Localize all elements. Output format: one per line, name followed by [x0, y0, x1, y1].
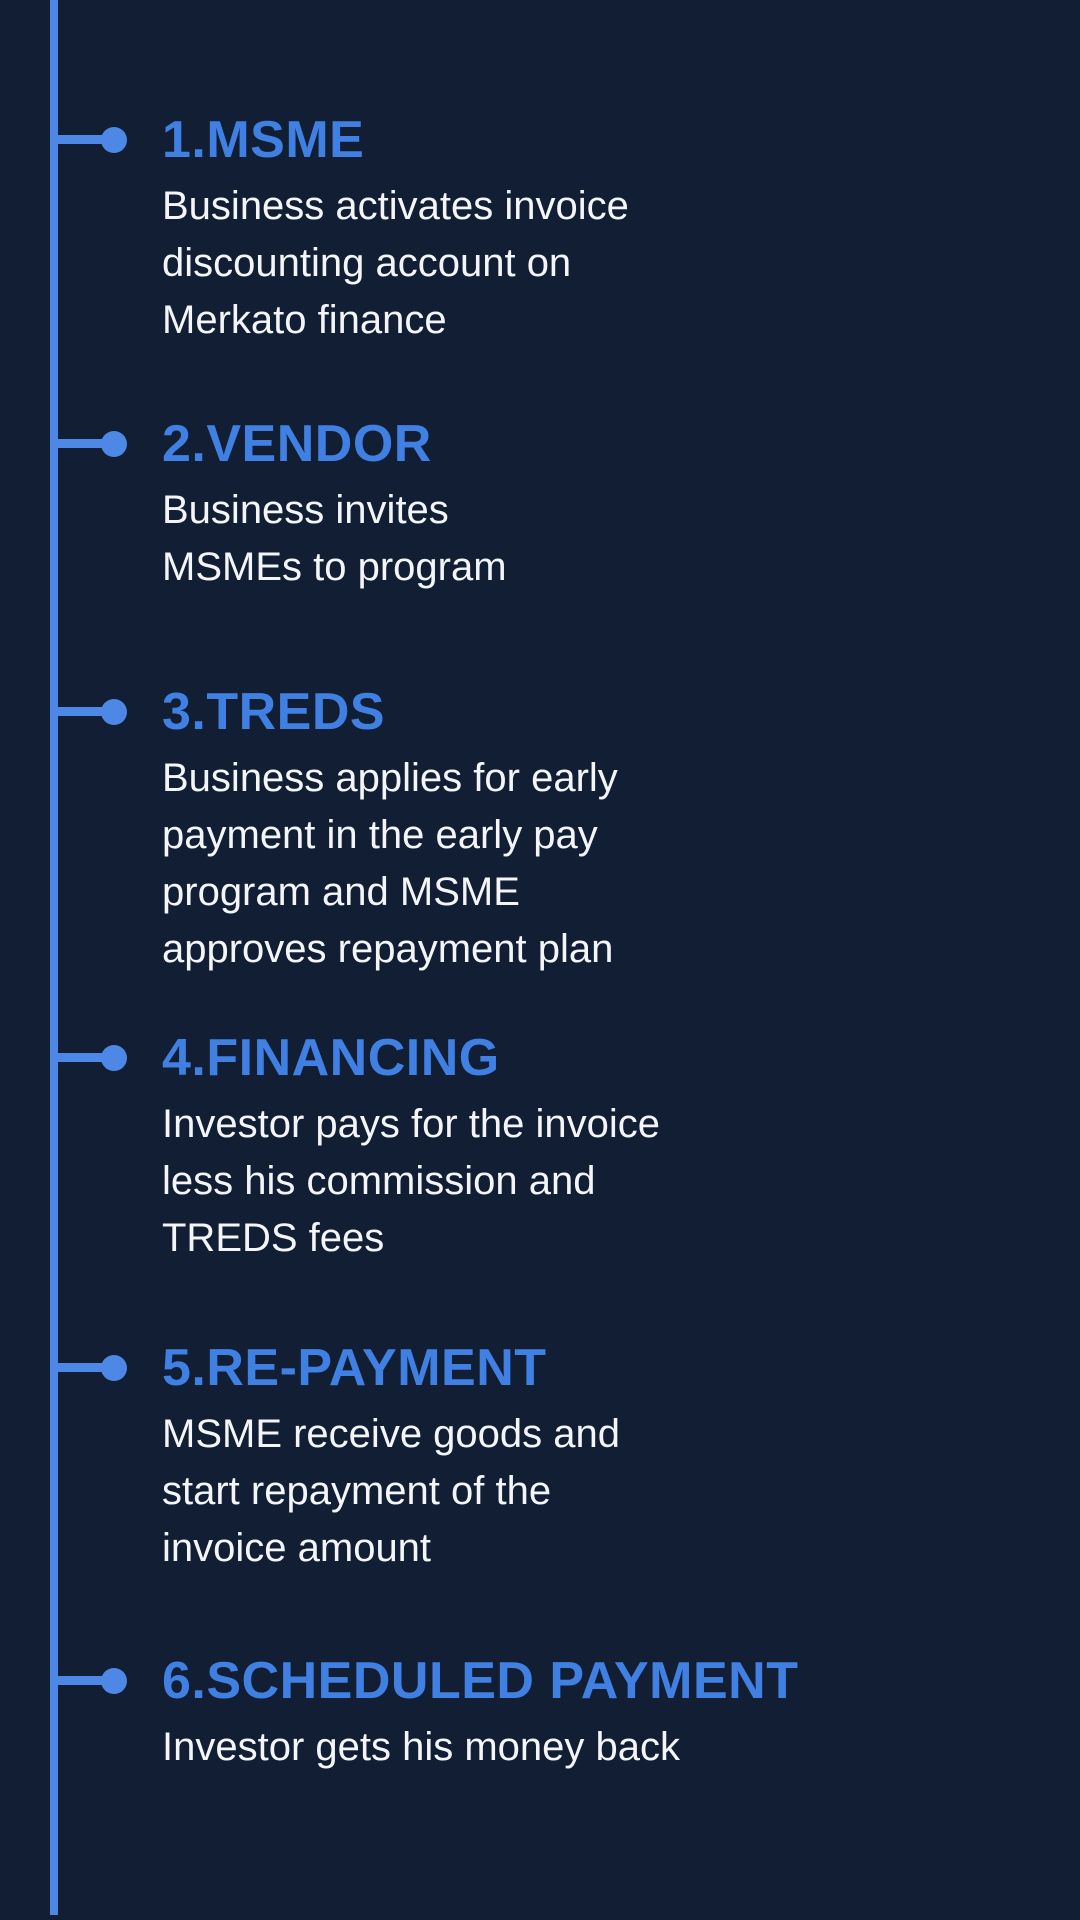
- step-description-line: Investor pays for the invoice: [162, 1102, 661, 1146]
- timeline-step-4: 4.FINANCING Investor pays for the invoic…: [54, 1026, 1052, 1267]
- step-description-line: program and MSME: [162, 870, 520, 914]
- step-description: Investor pays for the invoice less his c…: [162, 1096, 1052, 1267]
- timeline-step-3: 3.TREDS Business applies for early payme…: [54, 680, 1052, 978]
- step-description-line: invoice amount: [162, 1526, 432, 1570]
- step-dot: [101, 127, 127, 153]
- connector-line: [54, 1053, 118, 1062]
- timeline-step-2: 2.VENDOR Business invites MSMEs to progr…: [54, 412, 1052, 596]
- step-dot: [101, 1355, 127, 1381]
- step-dot: [101, 1668, 127, 1694]
- connector-line: [54, 707, 118, 716]
- step-description: MSME receive goods and start repayment o…: [162, 1406, 1052, 1577]
- timeline-step-1: 1.MSME Business activates invoice discou…: [54, 108, 1052, 349]
- step-description: Investor gets his money back: [162, 1719, 1052, 1776]
- step-description-line: start repayment of the: [162, 1469, 552, 1513]
- timeline-step-6: 6.SCHEDULED PAYMENT Investor gets his mo…: [54, 1649, 1052, 1776]
- step-description-line: Investor gets his money back: [162, 1725, 681, 1769]
- step-description-line: Business invites: [162, 488, 449, 532]
- step-description: Business activates invoice discounting a…: [162, 178, 1052, 349]
- step-title: 6.SCHEDULED PAYMENT: [162, 1652, 799, 1710]
- timeline-step-5: 5.RE-PAYMENT MSME receive goods and star…: [54, 1336, 1052, 1577]
- connector-line: [54, 135, 118, 144]
- step-title: 1.MSME: [162, 111, 365, 169]
- step-dot: [101, 699, 127, 725]
- step-description-line: discounting account on: [162, 241, 572, 285]
- timeline-rail: [50, 0, 58, 1915]
- step-description-line: less his commission and: [162, 1159, 596, 1203]
- step-description: Business invites MSMEs to program: [162, 482, 1052, 596]
- step-description-line: approves repayment plan: [162, 927, 614, 971]
- timeline: 1.MSME Business activates invoice discou…: [54, 108, 1052, 1776]
- step-dot: [101, 1045, 127, 1071]
- step-description: Business applies for early payment in th…: [162, 750, 1052, 978]
- step-title: 5.RE-PAYMENT: [162, 1339, 547, 1397]
- connector-line: [54, 1363, 118, 1372]
- step-title: 3.TREDS: [162, 683, 386, 741]
- step-description-line: payment in the early pay: [162, 813, 598, 857]
- step-dot: [101, 431, 127, 457]
- connector-line: [54, 439, 118, 448]
- step-description-line: TREDS fees: [162, 1216, 385, 1260]
- step-description-line: MSMEs to program: [162, 545, 507, 589]
- connector-line: [54, 1676, 118, 1685]
- step-description-line: Business activates invoice: [162, 184, 629, 228]
- step-description-line: MSME receive goods and: [162, 1412, 621, 1456]
- step-title: 2.VENDOR: [162, 415, 432, 473]
- step-description-line: Business applies for early: [162, 756, 618, 800]
- step-title: 4.FINANCING: [162, 1029, 500, 1087]
- step-description-line: Merkato finance: [162, 298, 447, 342]
